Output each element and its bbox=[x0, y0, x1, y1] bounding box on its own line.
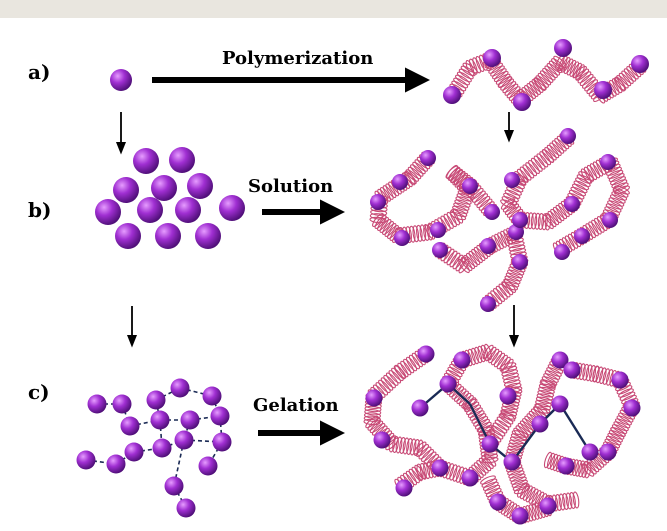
gel-monomer bbox=[365, 389, 383, 407]
network-monomer bbox=[152, 438, 172, 458]
cluster-monomer bbox=[133, 148, 159, 174]
chain-monomer bbox=[370, 194, 386, 210]
gelation-label: Gelation bbox=[253, 395, 339, 416]
monomer-spheres bbox=[76, 39, 649, 525]
cluster-monomer bbox=[95, 199, 121, 225]
cluster-monomer bbox=[155, 223, 181, 249]
gel-monomer bbox=[551, 351, 569, 369]
network-monomer bbox=[198, 456, 218, 476]
gel-monomer bbox=[499, 387, 517, 405]
chain-monomer bbox=[462, 178, 478, 194]
gel-monomer bbox=[411, 399, 429, 417]
chain-monomer bbox=[574, 228, 590, 244]
chain-monomer bbox=[483, 49, 501, 67]
chain-monomer bbox=[392, 174, 408, 190]
gel-monomer bbox=[503, 453, 521, 471]
chain-monomer bbox=[484, 204, 500, 220]
chain-monomer bbox=[600, 154, 616, 170]
crosslink bbox=[558, 403, 592, 453]
gel-monomer bbox=[599, 443, 617, 461]
chain-monomer bbox=[564, 196, 580, 212]
gel-monomer bbox=[511, 507, 529, 525]
gel-monomer bbox=[557, 457, 575, 475]
row-label-c: c) bbox=[28, 380, 50, 404]
cluster-monomer bbox=[195, 223, 221, 249]
crosslink bbox=[85, 459, 117, 465]
network-monomer bbox=[150, 410, 170, 430]
chain-monomer bbox=[443, 86, 461, 104]
row-label-b: b) bbox=[28, 198, 52, 222]
cluster-monomer bbox=[137, 197, 163, 223]
gel-monomer bbox=[453, 351, 471, 369]
cluster-monomer bbox=[187, 173, 213, 199]
row-label-a: a) bbox=[28, 60, 51, 84]
cluster-monomer bbox=[115, 223, 141, 249]
gel-monomer bbox=[431, 459, 449, 477]
solution-label: Solution bbox=[248, 176, 334, 197]
chain-monomer bbox=[432, 242, 448, 258]
gel-monomer bbox=[417, 345, 435, 363]
chain-monomer bbox=[480, 296, 496, 312]
gel-monomer bbox=[539, 497, 557, 515]
chain-monomer bbox=[512, 254, 528, 270]
top-band bbox=[0, 0, 667, 18]
polymerization-label: Polymerization bbox=[222, 48, 374, 69]
network-monomer bbox=[180, 410, 200, 430]
cluster-monomer bbox=[169, 147, 195, 173]
gel-monomer bbox=[481, 435, 499, 453]
cluster-monomer bbox=[219, 195, 245, 221]
gel-monomer bbox=[563, 361, 581, 379]
gel-monomer bbox=[611, 371, 629, 389]
chain-monomer bbox=[560, 128, 576, 144]
chain-monomer bbox=[594, 81, 612, 99]
network-monomer bbox=[164, 476, 184, 496]
network-monomer bbox=[174, 430, 194, 450]
cluster-monomer bbox=[113, 177, 139, 203]
chain-monomer bbox=[513, 93, 531, 111]
gel-monomer bbox=[623, 399, 641, 417]
chain-monomer bbox=[480, 238, 496, 254]
solution-chain-2 bbox=[434, 226, 529, 311]
network-monomer bbox=[87, 394, 107, 414]
cluster-monomer bbox=[151, 175, 177, 201]
chain-monomer bbox=[430, 222, 446, 238]
gel-monomer bbox=[551, 395, 569, 413]
gel-monomer bbox=[395, 479, 413, 497]
network-monomer bbox=[176, 498, 196, 518]
single-monomer bbox=[110, 69, 132, 91]
network-monomer bbox=[124, 442, 144, 462]
chain-monomer bbox=[554, 244, 570, 260]
cluster-monomer bbox=[175, 197, 201, 223]
network-monomer bbox=[120, 416, 140, 436]
chain-monomer bbox=[602, 212, 618, 228]
network-monomer bbox=[76, 450, 96, 470]
crosslink bbox=[129, 419, 161, 427]
polymer-chain-a bbox=[447, 51, 647, 108]
chain-monomer bbox=[394, 230, 410, 246]
network-monomer bbox=[112, 394, 132, 414]
network-monomer bbox=[146, 390, 166, 410]
chain-monomer bbox=[420, 150, 436, 166]
chain-monomer bbox=[554, 39, 572, 57]
chain-monomer bbox=[631, 55, 649, 73]
network-monomer bbox=[170, 378, 190, 398]
network-monomer bbox=[210, 406, 230, 426]
gel-monomer bbox=[461, 469, 479, 487]
crosslink bbox=[189, 415, 221, 421]
gel-monomer bbox=[439, 375, 457, 393]
network-monomer bbox=[202, 386, 222, 406]
gel-monomer bbox=[489, 493, 507, 511]
gel-monomer bbox=[581, 443, 599, 461]
chain-monomer bbox=[512, 212, 528, 228]
crosslink bbox=[179, 387, 213, 397]
network-monomer bbox=[106, 454, 126, 474]
gel-monomer bbox=[373, 431, 391, 449]
chain-monomer bbox=[504, 172, 520, 188]
gel-monomer bbox=[531, 415, 549, 433]
network-monomer bbox=[212, 432, 232, 452]
